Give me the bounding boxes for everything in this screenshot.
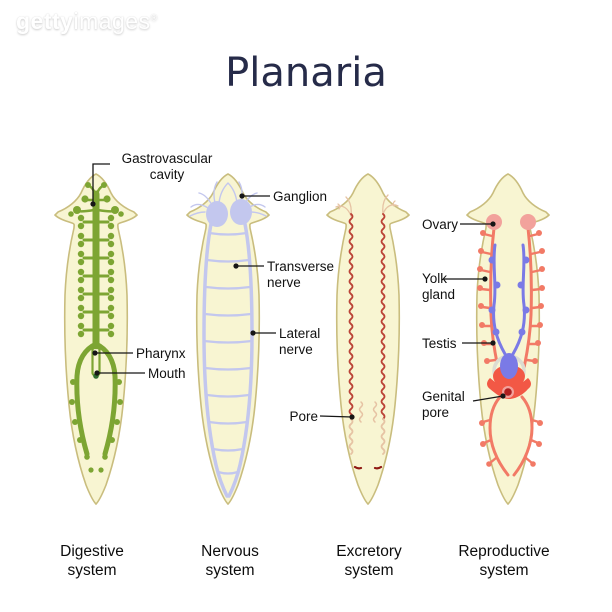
pharynx — [91, 346, 101, 377]
watermark-registered: ® — [150, 12, 158, 23]
planaria-body-outline — [186, 173, 270, 506]
digestive-system-figure — [54, 173, 138, 506]
transverse-nerves — [202, 231, 254, 475]
excretory-canals — [335, 194, 399, 470]
label-ovary: Ovary — [421, 217, 458, 232]
nerve-cords — [202, 222, 254, 498]
label-pore: Pore — [289, 409, 318, 424]
caption-reproductive-system: Reproductive system — [458, 543, 550, 579]
excretory-system-figure — [326, 173, 410, 506]
copulatory-apparatus — [487, 353, 531, 399]
label-testis: Testis — [422, 336, 457, 351]
caption-nervous-system: Nervous system — [201, 543, 259, 579]
watermark-light: images — [73, 8, 151, 34]
label-pharynx: Pharynx — [136, 346, 186, 361]
yolk-gland-canals — [477, 226, 545, 477]
lateral-gut-branches — [77, 214, 115, 338]
caption-excretory-system: Excretory system — [336, 543, 402, 579]
gettyimages-watermark: gettyimages® — [16, 8, 158, 35]
caption-digestive-system: Digestive system — [60, 543, 124, 579]
label-mouth: Mouth — [148, 366, 186, 381]
label-gastrovascular-cavity: Gastrovascular cavity — [121, 151, 213, 182]
page-title: Planaria — [225, 50, 387, 96]
label-yolk-gland: Yolk gland — [422, 271, 456, 302]
label-transverse-nerve: Transverse nerve — [267, 259, 335, 290]
reproductive-system-figure — [466, 173, 550, 506]
nervous-system-figure — [186, 173, 270, 506]
planaria-body-outline — [326, 173, 410, 506]
label-genital-pore: Genital pore — [422, 389, 465, 420]
genital-pore-dot — [504, 388, 512, 396]
label-ganglion: Ganglion — [273, 189, 328, 204]
planaria-body-outline — [466, 173, 550, 506]
label-lateral-nerve: Lateral nerve — [279, 326, 321, 357]
cerebral-ganglia — [189, 181, 267, 227]
watermark-bold: getty — [16, 8, 74, 34]
posterior-gut-branches — [69, 341, 123, 473]
mouth-dot — [93, 373, 99, 379]
